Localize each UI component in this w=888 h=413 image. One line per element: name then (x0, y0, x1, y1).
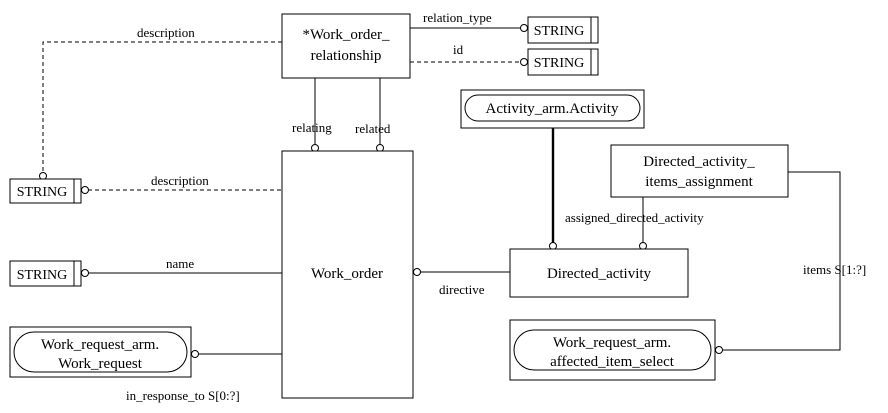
relating-end-circle (311, 144, 319, 152)
relating-label: relating (292, 120, 332, 135)
items-assignment-line2: items_assignment (645, 174, 753, 190)
work-order-relationship-line2: relationship (311, 48, 382, 64)
description-top-label: description (137, 25, 195, 40)
description-top-end-circle (39, 172, 47, 180)
directive-end-circle (413, 268, 421, 276)
items-label: items S[1:?] (803, 262, 866, 277)
activity-arm-activity-label: Activity_arm.Activity (486, 101, 619, 117)
id-end-circle (520, 58, 528, 66)
assigned-directed-activity-end-circle (639, 242, 647, 250)
entity-work-order-relationship[interactable]: *Work_order_ relationship (281, 13, 411, 79)
work-request-line2: Work_request (58, 356, 143, 372)
work-order-label: Work_order (311, 266, 383, 282)
string-description-label: STRING (17, 185, 68, 200)
directive-label: directive (439, 282, 485, 297)
items-assignment-line1: Directed_activity_ (643, 154, 755, 170)
type-work-request[interactable]: Work_request_arm. Work_request (9, 326, 192, 378)
relation-type-label: relation_type (423, 10, 492, 25)
items-line (722, 171, 841, 351)
entity-directed-activity-items-assignment[interactable]: Directed_activity_ items_assignment (610, 144, 789, 198)
type-string-name[interactable]: STRING (9, 260, 82, 287)
directed-activity-label: Directed_activity (547, 266, 652, 282)
work-order-relationship-line1: *Work_order_ (302, 27, 390, 43)
description-top-line (42, 41, 282, 173)
id-label: id (453, 42, 464, 57)
related-end-circle (376, 144, 384, 152)
name-label: name (166, 256, 194, 271)
type-string-description[interactable]: STRING (9, 178, 82, 204)
string-name-label: STRING (17, 268, 68, 283)
description-mid-label: description (151, 173, 209, 188)
description-mid-end-circle (81, 186, 89, 194)
type-string-id[interactable]: STRING (527, 48, 599, 76)
assigned-directed-activity-label: assigned_directed_activity (565, 210, 704, 225)
in-response-to-label: in_response_to S[0:?] (126, 388, 240, 403)
affected-item-select-line1: Work_request_arm. (553, 335, 671, 351)
related-label: related (355, 121, 391, 136)
name-end-circle (81, 269, 89, 277)
subtype-end-circle (549, 242, 557, 250)
in-response-to-end-circle (191, 350, 199, 358)
type-affected-item-select[interactable]: Work_request_arm. affected_item_select (509, 319, 716, 381)
items-end-circle (715, 346, 723, 354)
type-activity-arm-activity[interactable]: Activity_arm.Activity (460, 89, 645, 129)
entity-work-order[interactable]: Work_order (281, 150, 414, 399)
string-id-label: STRING (534, 56, 585, 71)
entity-directed-activity[interactable]: Directed_activity (509, 248, 689, 298)
work-request-line1: Work_request_arm. (41, 337, 159, 353)
type-string-relation-type[interactable]: STRING (527, 16, 599, 44)
relation-type-end-circle (520, 24, 528, 32)
string-relation-type-label: STRING (534, 24, 585, 39)
affected-item-select-line2: affected_item_select (550, 354, 675, 370)
